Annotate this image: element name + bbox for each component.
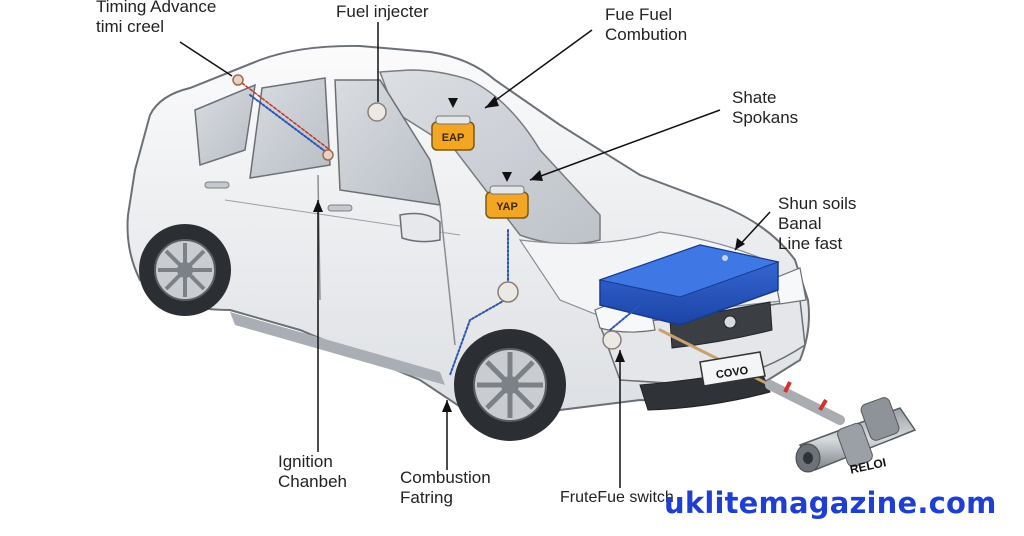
timing-advance-label: Timing Advance timi creel [96,0,217,36]
exhaust-pipe: RELOI [765,380,917,477]
yap-component: YAP [485,185,529,219]
plate-label: COVO [715,365,749,381]
rear-wheel [139,224,231,316]
license-plate: COVO [699,351,766,387]
arrowheads [313,96,745,412]
yap-label: YAP [496,201,518,213]
shun-soils-label: Shun soils Banal Line fast [778,194,857,253]
front-wheel [454,329,566,441]
wiring [237,79,772,387]
eap-label: EAP [442,132,465,144]
watermark: uklitemagazine.com [664,486,997,520]
sensor-nodes [232,74,622,350]
frutefue-switch-label: FruteFue switch [560,489,674,506]
battery-box [598,244,780,326]
eap-component: EAP [431,115,475,151]
fuel-injecter-label: Fuel injecter [336,2,429,21]
fuel-combution-label: Fue Fuel Combution [605,5,688,44]
combustion-fatring-label: Combustion Fatring [400,468,491,507]
callout-lines [179,22,771,488]
shate-spokans-label: Shate Spokans [732,88,799,127]
ignition-chanbeh-label: Ignition Chanbeh [278,452,348,491]
